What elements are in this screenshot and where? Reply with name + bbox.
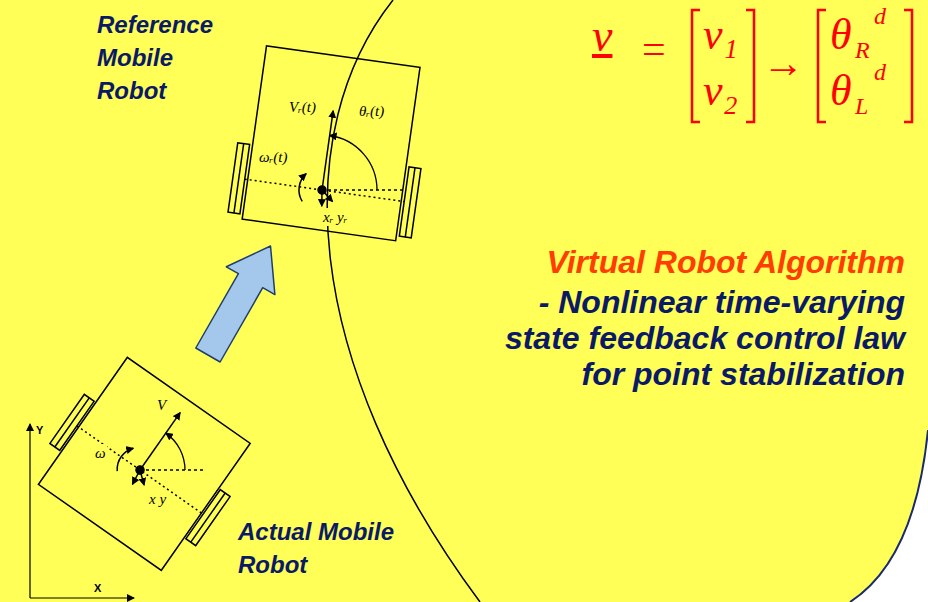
angular-velocity-label: ω xyxy=(94,444,107,462)
vector-element: v₂ xyxy=(703,66,738,116)
border-curve xyxy=(850,430,928,602)
axis-label: Y xyxy=(36,424,43,437)
velocity-label: Vᵣ(t) xyxy=(288,98,317,116)
angle-symbol: θ xyxy=(830,10,852,60)
superscript: d xyxy=(874,58,886,86)
actual-heading-angle xyxy=(140,433,205,470)
algorithm-description: - Nonlinear time-varying state feedback … xyxy=(480,284,905,392)
block-arrow xyxy=(196,246,275,362)
vector-element: v₁ xyxy=(703,10,738,60)
robot-node: Actual Mobile Robot xyxy=(38,355,253,573)
trajectory-arc xyxy=(327,0,480,602)
maps-to-arrow: → xyxy=(762,38,804,88)
robot-heading: Reference Mobile Robot xyxy=(97,8,227,107)
subscript: L xyxy=(855,92,868,120)
axis-label: X xyxy=(94,582,101,595)
equals-sign: = xyxy=(642,24,666,74)
position-label: xᵣ yᵣ xyxy=(322,208,348,226)
robot-heading: Actual Mobile Robot xyxy=(238,515,403,581)
reference-heading-angle xyxy=(322,136,405,191)
actual-robot xyxy=(27,349,262,578)
velocity-label: V xyxy=(156,396,167,414)
superscript: d xyxy=(874,2,886,30)
world-axes xyxy=(30,424,134,598)
page-corner xyxy=(850,430,928,602)
algorithm-title: Virtual Robot Algorithm xyxy=(547,244,905,280)
subscript: R xyxy=(855,36,870,64)
angle-label: θᵣ(t) xyxy=(358,102,385,120)
reference-robot xyxy=(227,44,435,243)
vector-symbol: v xyxy=(592,10,612,62)
position-label: x y xyxy=(148,490,167,508)
angular-velocity-label: ωᵣ(t) xyxy=(258,148,288,166)
angle-symbol: θ xyxy=(830,66,852,116)
